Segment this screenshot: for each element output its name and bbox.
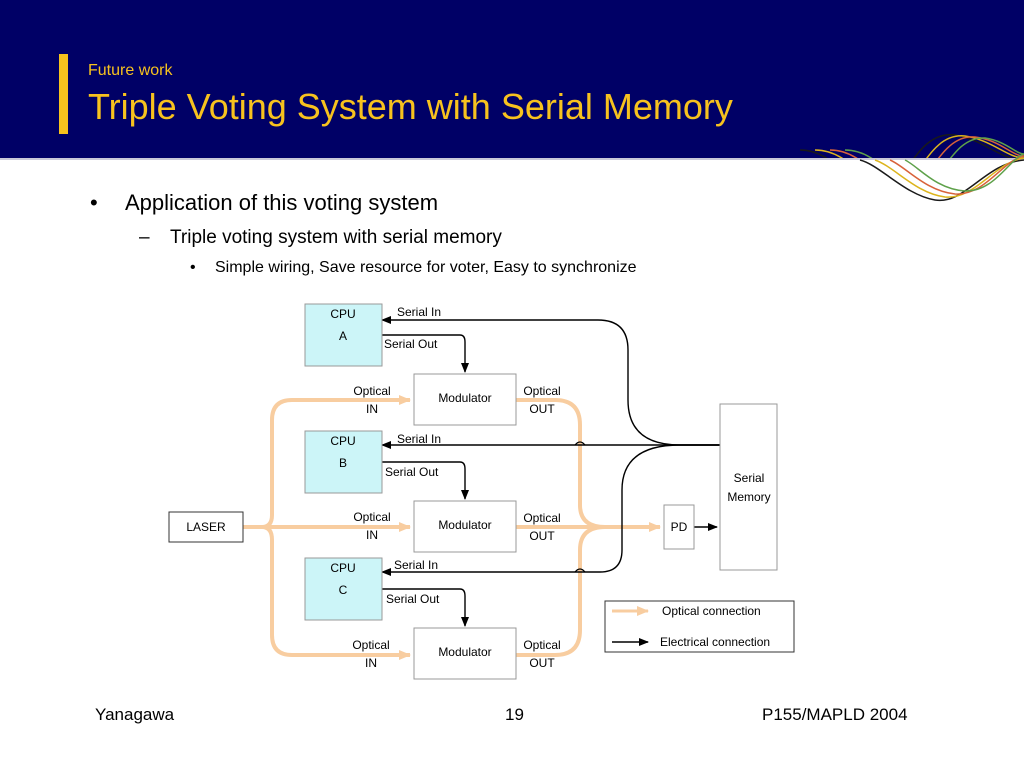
slide-title: Triple Voting System with Serial Memory (88, 86, 733, 127)
bullet-level-2: Triple voting system with serial memory (170, 227, 502, 248)
accent-bar (59, 54, 68, 134)
serial-in-label-b: Serial In (397, 432, 441, 446)
serial-memory-label: Serial (734, 471, 765, 485)
bullet-marker-small: • (190, 259, 196, 276)
header-band: Future work Triple Voting System with Se… (0, 0, 1024, 158)
cpu-b: CPU B (304, 430, 383, 494)
serial-out-label-a: Serial Out (384, 337, 438, 351)
dash-marker: – (139, 227, 150, 248)
cpu-c: CPU C (304, 557, 383, 621)
legend: Optical connection Electrical connection (604, 600, 795, 653)
modulator-c: Modulator (413, 627, 517, 680)
optical-out-label-c-2: OUT (529, 656, 555, 670)
optical-paths (243, 395, 661, 660)
laser-label: LASER (186, 520, 226, 534)
optical-path-c-out (516, 525, 606, 657)
serial-in-label-c: Serial In (394, 558, 438, 572)
cpu-b-label: CPU (330, 434, 355, 448)
serial-memory-box: Serial Memory (719, 403, 778, 571)
cpu-c-label: CPU (330, 561, 355, 575)
footer-author: Yanagawa (95, 705, 175, 724)
bullet-level-1: Application of this voting system (125, 190, 439, 215)
optical-out-label-a: Optical (523, 384, 560, 398)
electrical-paths (381, 316, 720, 627)
modulator-a: Modulator (413, 373, 517, 426)
serial-in-label-a: Serial In (397, 305, 441, 319)
pd-box: PD (663, 504, 695, 550)
laser-box: LASER (168, 511, 244, 543)
pd-label: PD (671, 520, 688, 534)
optical-out-label-c: Optical (523, 638, 560, 652)
footer-conference: P155/MAPLD 2004 (762, 705, 908, 724)
optical-out-label-a-2: OUT (529, 402, 555, 416)
optical-in-label-b-2: IN (366, 528, 378, 542)
optical-path-a-out (516, 398, 660, 529)
serial-memory-label-2: Memory (727, 490, 770, 504)
cpu-c-id: C (339, 583, 348, 597)
optical-in-label-b: Optical (353, 510, 390, 524)
cpu-a: CPU A (304, 303, 383, 367)
modulator-a-label: Modulator (438, 391, 491, 405)
serial-out-label-b: Serial Out (385, 465, 439, 479)
optical-out-label-b: Optical (523, 511, 560, 525)
footer-page-number: 19 (505, 705, 524, 724)
cpu-a-id: A (339, 329, 347, 343)
modulator-b-label: Modulator (438, 518, 491, 532)
modulator-b: Modulator (413, 500, 517, 553)
bullet-level-3: Simple wiring, Save resource for voter, … (215, 259, 637, 276)
serial-out-label-c: Serial Out (386, 592, 440, 606)
cpu-a-label: CPU (330, 307, 355, 321)
wave-decoration (799, 134, 1024, 158)
header-divider (0, 158, 1024, 160)
cpu-b-id: B (339, 456, 347, 470)
optical-in-label-a: Optical (353, 384, 390, 398)
optical-out-label-b-2: OUT (529, 529, 555, 543)
optical-in-label-c-2: IN (365, 656, 377, 670)
slide-kicker: Future work (88, 62, 173, 79)
legend-electrical-label: Electrical connection (660, 635, 770, 649)
legend-optical-label: Optical connection (662, 604, 761, 618)
modulator-c-label: Modulator (438, 645, 491, 659)
optical-in-label-c: Optical (352, 638, 389, 652)
optical-path-c-in (243, 525, 411, 660)
bullet-marker: • (90, 190, 98, 215)
optical-in-label-a-2: IN (366, 402, 378, 416)
